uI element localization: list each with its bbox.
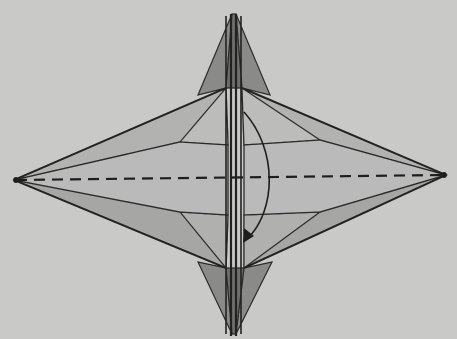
left-tip-point [13, 177, 19, 183]
right-tip-point [441, 172, 447, 178]
